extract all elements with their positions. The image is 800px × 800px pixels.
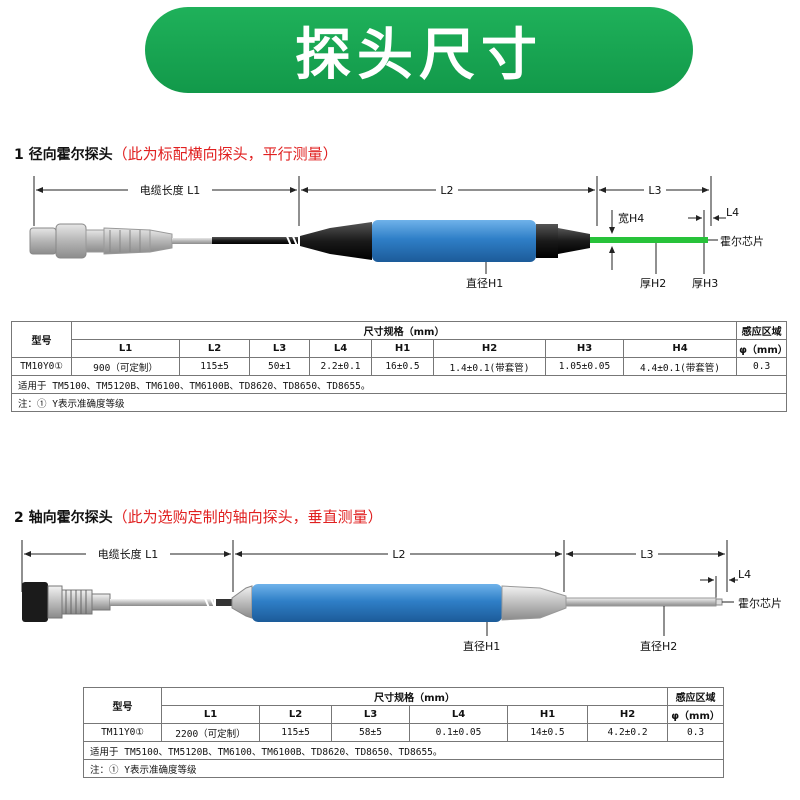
s1-val-l4: 2.2±0.1 <box>309 357 372 376</box>
s1-label-h2: 厚H2 <box>640 277 666 290</box>
s1-sense-unit: φ（mm） <box>736 339 788 358</box>
s2-val-l1: 2200（可定制） <box>161 723 260 742</box>
section2-note: （此为选购定制的轴向探头，垂直测量） <box>112 508 383 526</box>
section2-heading: 2 轴向霍尔探头（此为选购定制的轴向探头，垂直测量） <box>14 506 383 527</box>
radial-probe-diagram: 电缆长度 L1 L2 L3 L4 宽H4 霍尔芯片 直径H1 厚H2 厚H3 <box>29 176 764 290</box>
s2-col-h2: H2 <box>586 705 669 724</box>
section1-title: 径向霍尔探头 <box>28 147 113 163</box>
s1-label-h4: 宽H4 <box>618 211 644 225</box>
s2-val-l2: 115±5 <box>259 723 332 742</box>
section1-heading: 1 径向霍尔探头（此为标配横向探头，平行测量） <box>14 143 338 164</box>
s2-col-l1: L1 <box>161 705 260 724</box>
s1-val-h1: 16±0.5 <box>371 357 434 376</box>
s1-label-chip: 霍尔芯片 <box>720 234 764 248</box>
s1-val-l1: 900（可定制） <box>71 357 180 376</box>
s1-col-l3: L3 <box>249 339 310 358</box>
s2-label-h2: 直径H2 <box>640 639 677 653</box>
s2-label-l2: L2 <box>392 548 405 561</box>
title-banner: 探头尺寸 <box>145 7 693 93</box>
s1-model-header: 型号 <box>11 321 72 358</box>
s2-model-header: 型号 <box>83 687 162 724</box>
s2-col-l4: L4 <box>409 705 508 724</box>
s2-label-h1: 直径H1 <box>463 639 500 653</box>
s1-label-h3: 厚H3 <box>692 277 718 290</box>
s2-applicable: 适用于 TM5100、TM5120B、TM6100、TM6100B、TD8620… <box>82 741 725 760</box>
s2-val-h1: 14±0.5 <box>507 723 588 742</box>
s2-val-l4: 0.1±0.05 <box>409 723 508 742</box>
radial-spec-table: 型号 尺寸规格（mm） 感应区域 L1 L2 L3 L4 H1 H2 H3 H4… <box>10 321 788 412</box>
s1-label-l2: L2 <box>440 184 453 197</box>
s2-label-l4: L4 <box>738 568 751 581</box>
s1-model-value: TM10Y0① <box>11 357 72 376</box>
s2-dims-header: 尺寸规格（mm） <box>160 687 669 706</box>
s1-label-l3: L3 <box>648 184 661 197</box>
banner-title: 探头尺寸 <box>295 22 543 88</box>
s2-col-h1: H1 <box>507 705 588 724</box>
s1-applicable: 适用于 TM5100、TM5120B、TM6100、TM6100B、TD8620… <box>10 375 788 394</box>
section2-title: 轴向霍尔探头 <box>28 510 113 526</box>
s1-col-l4: L4 <box>309 339 372 358</box>
axial-probe-diagram: 电缆长度 L1 L2 L3 L4 霍尔芯片 直径H1 直径H2 <box>21 540 782 653</box>
s1-col-h3: H3 <box>545 339 624 358</box>
s1-col-l2: L2 <box>179 339 250 358</box>
section2-number: 2 <box>14 510 24 526</box>
s1-val-l3: 50±1 <box>249 357 310 376</box>
s2-label-l1: 电缆长度 L1 <box>98 547 159 561</box>
s1-col-h4: H4 <box>622 339 738 358</box>
s2-sense-header: 感应区域 <box>667 687 725 706</box>
section1-note: （此为标配横向探头，平行测量） <box>112 145 338 163</box>
s2-label-chip: 霍尔芯片 <box>738 596 782 610</box>
s1-col-l1: L1 <box>71 339 180 358</box>
s1-footnote: 注：① Y表示准确度等级 <box>10 393 788 412</box>
s2-val-l3: 58±5 <box>331 723 410 742</box>
s1-sense-value: 0.3 <box>736 357 788 376</box>
s1-val-h3: 1.05±0.05 <box>545 357 624 376</box>
s1-val-h2: 1.4±0.1(带套管) <box>433 357 546 376</box>
s1-dims-header: 尺寸规格（mm） <box>70 321 738 340</box>
s2-col-l2: L2 <box>259 705 332 724</box>
s1-col-h2: H2 <box>433 339 546 358</box>
s2-col-l3: L3 <box>331 705 410 724</box>
s1-label-l1: 电缆长度 L1 <box>140 183 201 197</box>
s2-footnote: 注：① Y表示准确度等级 <box>82 759 725 778</box>
s1-val-l2: 115±5 <box>179 357 250 376</box>
s2-sense-unit: φ（mm） <box>667 705 725 724</box>
s2-model-value: TM11Y0① <box>83 723 162 742</box>
s2-label-l3: L3 <box>640 548 653 561</box>
s1-col-h1: H1 <box>371 339 434 358</box>
axial-spec-table: 型号 尺寸规格（mm） 感应区域 L1 L2 L3 L4 H1 H2 φ（mm）… <box>82 687 725 778</box>
section1-number: 1 <box>14 147 24 163</box>
s1-val-h4: 4.4±0.1(带套管) <box>622 357 738 376</box>
s1-label-h1: 直径H1 <box>466 276 503 290</box>
s2-val-h2: 4.2±0.2 <box>586 723 669 742</box>
s2-sense-value: 0.3 <box>667 723 725 742</box>
s1-sense-header: 感应区域 <box>736 321 788 340</box>
s1-label-l4: L4 <box>726 206 739 219</box>
